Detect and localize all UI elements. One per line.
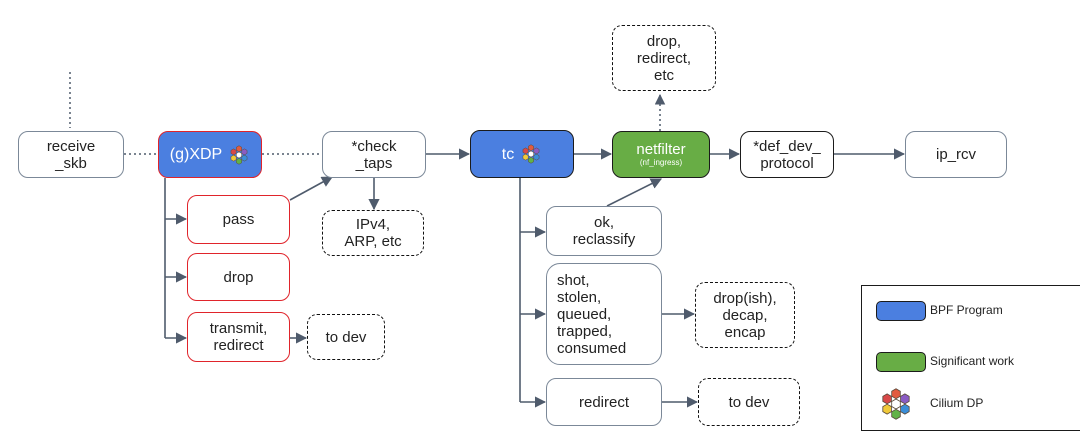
cilium-hexagon-cell [522, 153, 529, 161]
node-tc-redirect: redirect [546, 378, 662, 426]
legend-swatch-bpf-program [876, 301, 926, 321]
node-gxdp-label: (g)XDP [169, 146, 223, 163]
node-ip-rcv-label: ip_rcv [935, 146, 976, 163]
cilium-hexagon-icon [230, 144, 248, 165]
cilium-hexagon-cell [528, 150, 535, 158]
node-drop: drop [187, 253, 290, 301]
cilium-hexagon-cell [533, 147, 540, 155]
cilium-hexagon-icon [522, 144, 540, 164]
legend-item-cilium-dp [878, 386, 914, 422]
node-pass: pass [187, 195, 290, 244]
node-tc-label: tc [501, 145, 515, 163]
node-def-dev-protocol-label: *def_dev_ protocol [753, 137, 821, 172]
cilium-hexagon-cell [522, 147, 529, 155]
node-netfilter-result-label: drop, redirect, etc [636, 32, 692, 84]
cilium-hexagon-icon [882, 388, 910, 420]
node-ok-reclassify: ok, reclassify [546, 206, 662, 256]
cilium-hexagon-cell [891, 388, 901, 400]
cilium-hexagon-cell [882, 393, 892, 405]
node-tc: tc [470, 130, 574, 178]
legend: BPF Program Significant work Cilium DP [861, 285, 1080, 431]
cilium-hexagon-cell [241, 148, 248, 155]
node-netfilter-result: drop, redirect, etc [612, 25, 716, 91]
node-to-dev-xdp: to dev [307, 314, 385, 360]
node-to-dev-tc: to dev [698, 378, 800, 426]
node-ip-rcv: ip_rcv [905, 131, 1007, 178]
node-drop-label: drop [223, 268, 254, 286]
node-ok-reclassify-label: ok, reclassify [572, 214, 636, 248]
cilium-hexagon-cell [900, 393, 910, 405]
node-shot-group: shot, stolen, queued, trapped, consumed [546, 263, 662, 365]
node-gxdp: (g)XDP [158, 131, 262, 178]
node-ipv4-arp: IPv4, ARP, etc [322, 210, 424, 256]
cilium-hexagon-cell [891, 398, 901, 410]
cilium-hexagon-cell [891, 408, 901, 420]
node-netfilter-label: netfilter [636, 141, 686, 158]
node-receive-skb-label: receive _skb [46, 137, 96, 172]
node-netfilter-sublabel: (nf_ingress) [639, 158, 683, 167]
arrow-pass-to-check-taps [289, 176, 333, 201]
node-receive-skb: receive _skb [18, 131, 124, 178]
node-drop-decap-encap: drop(ish), decap, encap [695, 282, 795, 348]
node-ipv4-arp-label: IPv4, ARP, etc [344, 216, 402, 250]
legend-label-cilium-dp: Cilium DP [930, 396, 984, 410]
node-drop-decap-encap-label: drop(ish), decap, encap [713, 289, 777, 341]
cilium-hexagon-cell [230, 148, 237, 155]
node-transmit-redirect-label: transmit, redirect [209, 320, 268, 354]
node-shot-group-label: shot, stolen, queued, trapped, consumed [557, 271, 627, 357]
arrow-ok-to-netfilter [606, 178, 663, 207]
node-def-dev-protocol: *def_dev_ protocol [740, 131, 834, 178]
cilium-hexagon-cell [241, 154, 248, 161]
cilium-hexagon-cell [533, 153, 540, 161]
node-netfilter: netfilter (nf_ingress) [612, 131, 710, 178]
cilium-hexagon-cell [528, 144, 535, 152]
node-check-taps-label: *check _taps [351, 137, 397, 172]
cilium-hexagon-cell [236, 157, 243, 165]
node-tc-redirect-label: redirect [578, 393, 630, 411]
node-check-taps: *check _taps [322, 131, 426, 178]
node-transmit-redirect: transmit, redirect [187, 312, 290, 362]
cilium-hexagon-cell [236, 144, 243, 152]
cilium-hexagon-cell [900, 403, 910, 415]
legend-swatch-significant-work [876, 352, 926, 372]
cilium-hexagon-cell [882, 403, 892, 415]
node-pass-label: pass [222, 211, 255, 228]
node-to-dev-xdp-label: to dev [325, 328, 367, 346]
legend-item-significant-work [876, 352, 926, 372]
cilium-hexagon-cell [528, 156, 535, 164]
cilium-hexagon-cell [236, 151, 243, 158]
legend-item-bpf-program [876, 301, 926, 321]
legend-label-bpf-program: BPF Program [930, 303, 1003, 317]
node-to-dev-tc-label: to dev [728, 393, 770, 411]
legend-label-significant-work: Significant work [930, 354, 1015, 368]
cilium-hexagon-cell [230, 154, 237, 161]
